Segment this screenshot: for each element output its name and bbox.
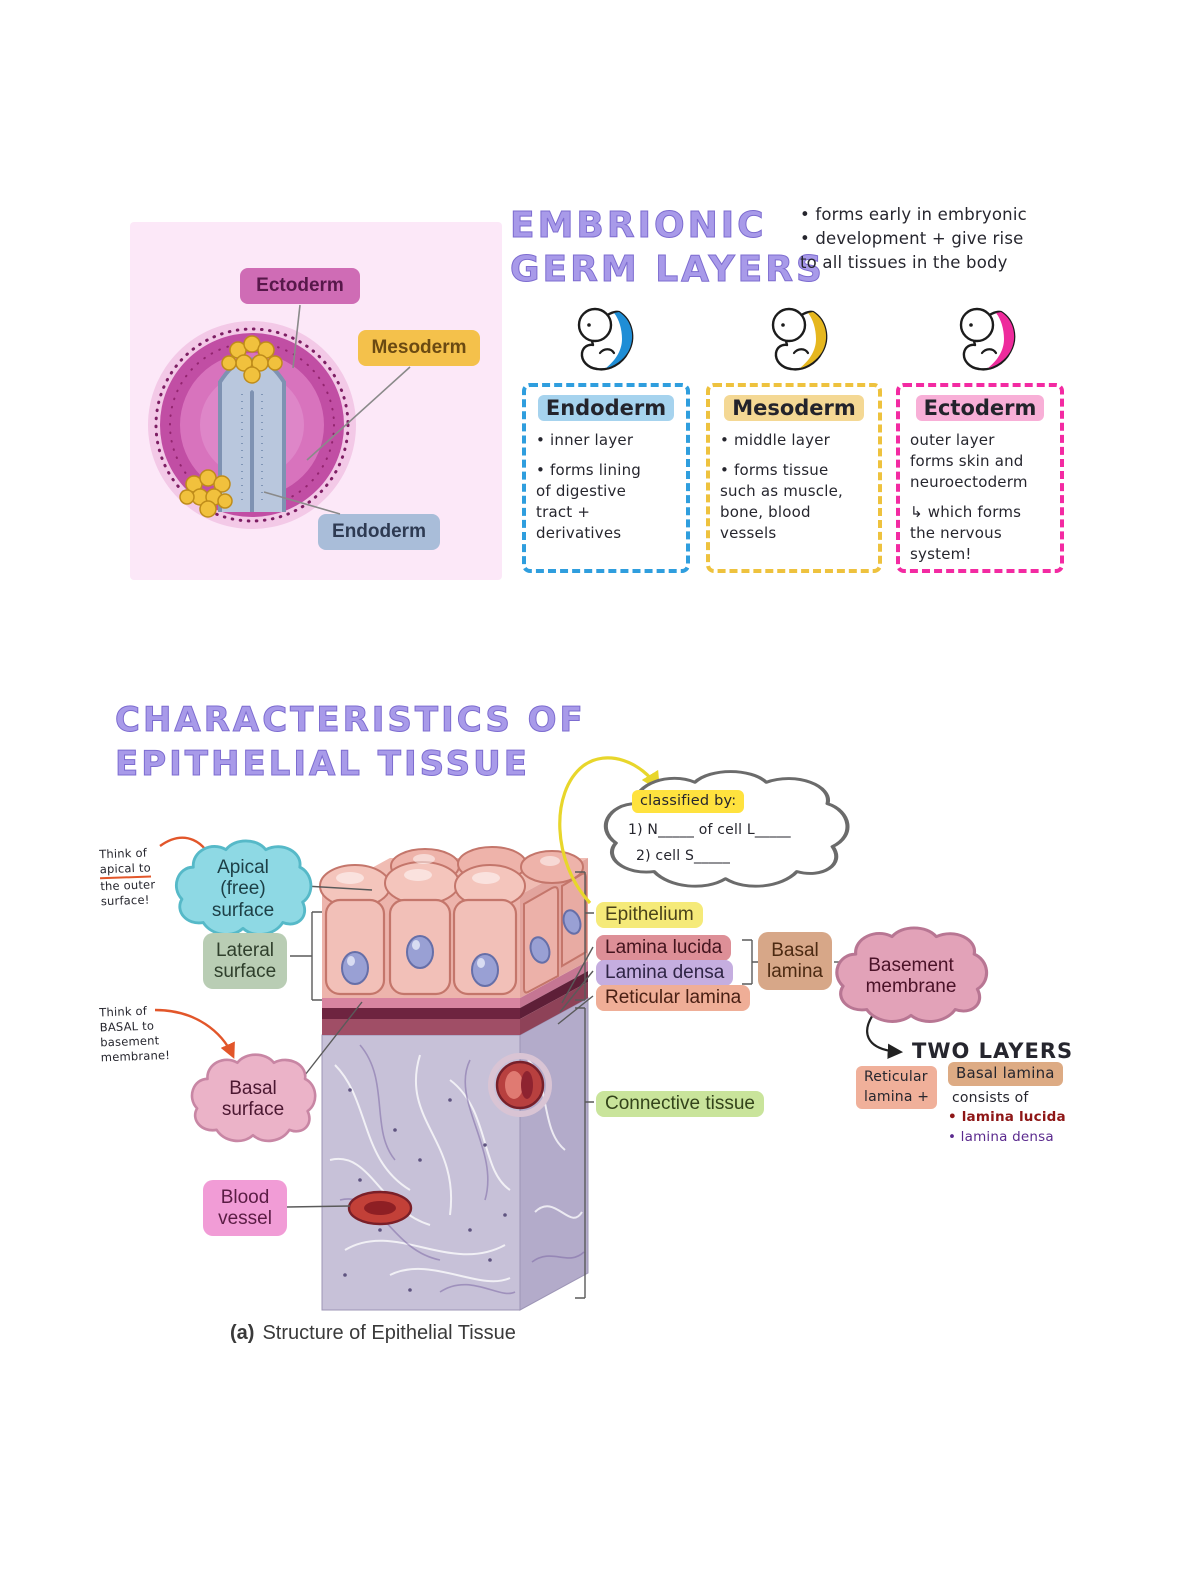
front-cell-nuclei xyxy=(341,935,499,987)
fetus-icon-blue xyxy=(577,307,634,371)
ectoderm-bullet-1: outer layer forms skin and neuroectoderm xyxy=(910,431,1028,491)
lamina-lucida-layer xyxy=(322,998,520,1008)
sum-reticular-lamina: Reticular lamina + xyxy=(856,1066,938,1109)
sum-basal-lamina-title: Basal lamina xyxy=(948,1062,1063,1086)
basement-membrane-cloud: Basement membrane xyxy=(832,925,990,1027)
epi-title-line2: EPITHELIAL TISSUE xyxy=(115,744,530,785)
mesoderm-bullet-1: • middle layer xyxy=(720,431,831,449)
connective-dots xyxy=(343,1088,507,1292)
basal-surface-label: Basal surface xyxy=(221,1077,285,1120)
think-basal-l4: membrane! xyxy=(100,1047,171,1065)
epithelial-tissue-illustration xyxy=(319,846,589,1311)
cell-highlights xyxy=(336,854,560,884)
endoderm-bullet-1: • inner layer xyxy=(536,431,634,449)
germ-title-line2: GERM LAYERS xyxy=(510,249,825,291)
two-layers-heading: TWO LAYERS xyxy=(912,1039,1074,1063)
vessel-halo xyxy=(488,1053,552,1117)
connective-side-face xyxy=(519,997,589,1311)
basement-membrane-label: Basement membrane xyxy=(865,954,957,997)
mesoderm-tag: Mesoderm xyxy=(358,330,480,366)
think-note-basal: Think of BASAL to basement membrane! xyxy=(99,1003,183,1066)
germ-note: • forms early in embryonic • development… xyxy=(800,205,1027,272)
sum-lamina-densa: • lamina densa xyxy=(948,1129,1054,1145)
think-apical-l1: Think of xyxy=(98,845,148,862)
mesoderm-bullet-2: • forms tissue such as muscle, bone, blo… xyxy=(720,461,843,542)
think-apical-l2: apical to xyxy=(99,860,152,880)
yolk-cells-top xyxy=(221,335,283,384)
yolk-cells-bottom xyxy=(179,469,233,518)
basal-surface-cloud: Basal surface xyxy=(188,1052,318,1146)
endoderm-card-title: Endoderm xyxy=(537,395,675,421)
sum-lamina-lucida: • lamina lucida xyxy=(948,1109,1066,1125)
endoderm-bullet-2: • forms lining of digestive tract + deri… xyxy=(536,461,642,542)
germ-title-line1: EMBRIONIC xyxy=(510,205,767,247)
endoderm-tag: Endoderm xyxy=(318,514,440,550)
gastrula-illustration xyxy=(148,321,356,529)
reticular-lamina-layer xyxy=(322,1019,520,1035)
lateral-surface-label: Lateral surface xyxy=(203,933,287,989)
epi-title-line1: CHARACTERISTICS OF xyxy=(115,700,586,741)
ectoderm-tag: Ectoderm xyxy=(240,268,360,304)
ectoderm-bullet-2: ↳ which forms the nervous system! xyxy=(910,503,1022,563)
think-apical-l4: surface! xyxy=(100,892,150,909)
classified-by-line1: 1) N_____ of cell L_____ xyxy=(628,822,791,838)
gastrula-figure: Ectoderm Mesoderm Endoderm xyxy=(130,222,502,580)
epithelium-label: Epithelium xyxy=(596,902,703,928)
fetus-icon-pink xyxy=(959,307,1016,371)
fetus-icon-yellow xyxy=(771,307,828,371)
classified-by-line2: 2) cell S_____ xyxy=(636,848,731,864)
germ-card-mesoderm: Mesoderm • middle layer • forms tissue s… xyxy=(706,383,882,573)
apical-surface-cloud: Apical (free) surface xyxy=(172,838,314,940)
lamina-lucida-label: Lamina lucida xyxy=(596,935,732,961)
lamina-densa-layer xyxy=(322,1008,520,1019)
caption-label: (a) xyxy=(230,1322,255,1344)
caption-text: Structure of Epithelial Tissue xyxy=(262,1322,516,1344)
apical-surface-label: Apical (free) surface xyxy=(211,857,275,921)
classified-by-cloud: classified by: 1) N_____ of cell L_____ … xyxy=(598,768,853,893)
connective-tissue-label: Connective tissue xyxy=(596,1091,764,1117)
basal-lamina-label: Basal lamina xyxy=(758,932,832,990)
figure-caption: (a) Structure of Epithelial Tissue xyxy=(230,1322,516,1345)
think-note-apical: Think of apical to the outer surface! xyxy=(99,845,173,909)
blood-vessel-label: Blood vessel xyxy=(203,1180,287,1236)
reticular-lamina-label: Reticular lamina xyxy=(596,985,751,1011)
germ-card-ectoderm: Ectoderm outer layer forms skin and neur… xyxy=(896,383,1064,573)
mesoderm-card-title: Mesoderm xyxy=(724,395,864,421)
classified-by-heading: classified by: xyxy=(632,790,745,814)
germ-card-endoderm: Endoderm • inner layer • forms lining of… xyxy=(522,383,690,573)
ectoderm-card-title: Ectoderm xyxy=(915,395,1045,421)
sum-consists-of: consists of xyxy=(952,1090,1029,1106)
lamina-densa-label: Lamina densa xyxy=(596,960,734,986)
